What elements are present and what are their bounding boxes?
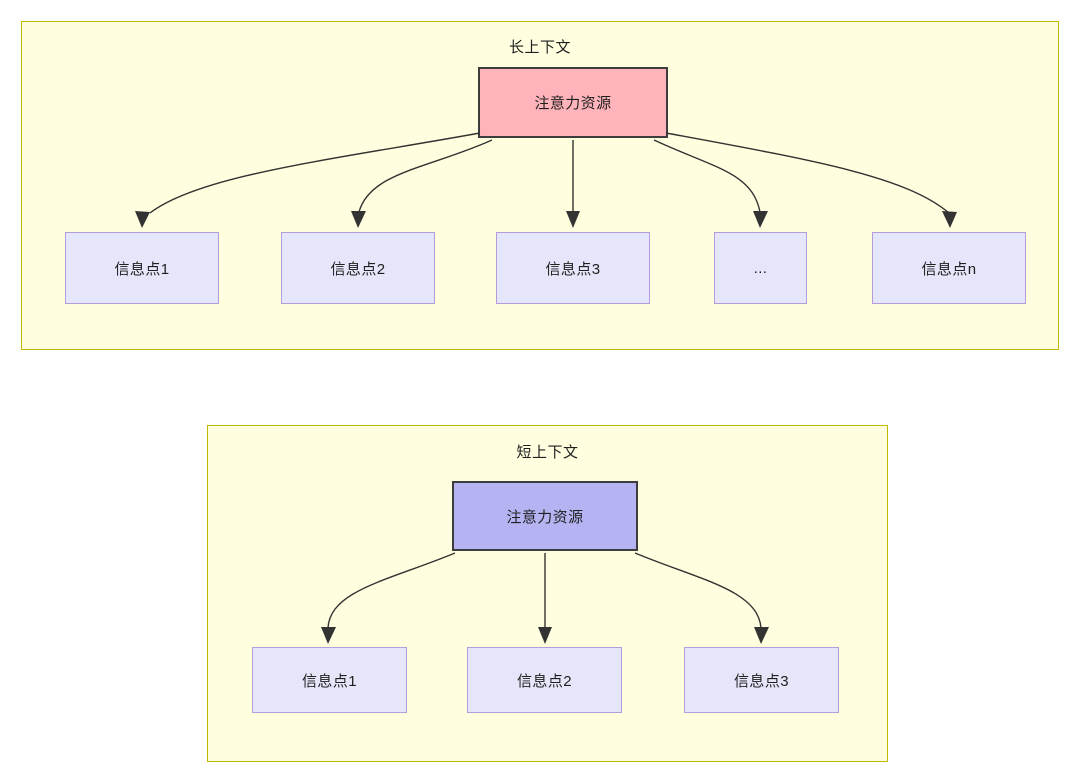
long-context-attention-node[interactable]: 注意力资源 [478,67,668,138]
short-context-attention-label: 注意力资源 [506,508,584,526]
long-context-info-node-2[interactable]: 信息点2 [281,232,435,304]
short-context-info-label-2: 信息点2 [517,672,572,690]
long-context-info-node-3[interactable]: 信息点3 [496,232,650,304]
short-context-info-node-2[interactable]: 信息点2 [467,647,622,713]
long-context-info-node-1[interactable]: 信息点1 [65,232,219,304]
long-context-info-node-ellipsis[interactable]: ... [714,232,807,304]
panel-long-context-title: 长上下文 [508,39,571,56]
long-context-info-label-3: 信息点3 [545,260,601,278]
short-context-info-label-1: 信息点1 [302,672,357,690]
short-context-info-label-3: 信息点3 [734,672,789,690]
long-context-info-label-2: 信息点2 [330,260,386,278]
short-context-info-node-1[interactable]: 信息点1 [252,647,407,713]
long-context-info-label-ellipsis: ... [753,259,768,277]
short-context-attention-node[interactable]: 注意力资源 [452,481,638,551]
panel-short-context-title: 短上下文 [516,444,579,461]
long-context-info-label-n: 信息点n [921,260,977,278]
short-context-info-node-3[interactable]: 信息点3 [684,647,839,713]
long-context-attention-label: 注意力资源 [534,95,612,112]
long-context-info-node-n[interactable]: 信息点n [872,232,1026,304]
long-context-info-label-1: 信息点1 [114,260,170,278]
